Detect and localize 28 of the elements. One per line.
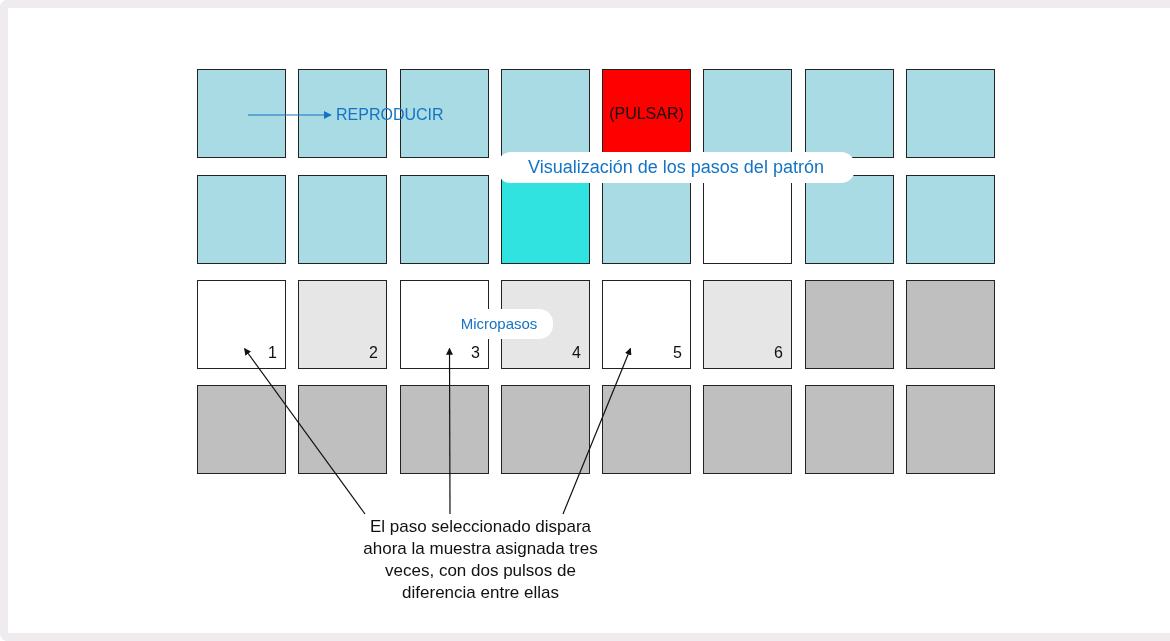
leader-line [562,347,632,515]
callout-text: El paso seleccionado dispara ahora la muestra asignada tres veces, con dos pulsos de diferencia entre ellas [353,516,608,604]
pad-button [197,385,286,474]
pad-button [906,385,995,474]
pad-button: 2 [298,280,387,369]
pad-button [298,175,387,264]
leader-line [446,347,453,515]
pad-button [805,69,894,158]
pad-button [906,280,995,369]
pad-button [906,69,995,158]
pad-button [298,385,387,474]
pad-button [805,385,894,474]
pad-button [501,385,590,474]
pad-button [400,175,489,264]
pad-button [805,175,894,264]
pad-button [400,385,489,474]
pad-button: 6 [703,280,792,369]
pad-button [197,175,286,264]
pad-button [197,69,286,158]
pad-button [805,280,894,369]
pad-button: 5 [602,280,691,369]
pad-button [501,69,590,158]
leader-line [247,111,332,119]
pad-button: 1 [197,280,286,369]
leader-line [243,347,366,515]
pad-button [906,175,995,264]
pad-button [703,385,792,474]
pad-button [602,385,691,474]
